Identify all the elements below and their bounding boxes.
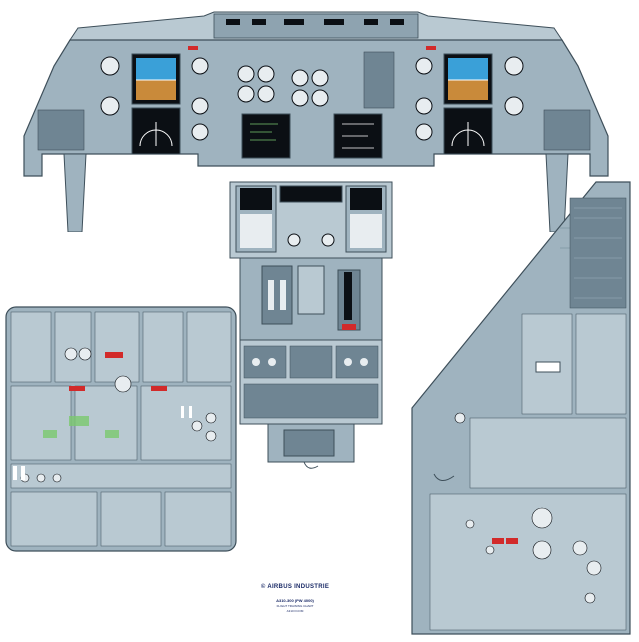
captain-nd [131,107,181,155]
side-console-icon [411,181,631,635]
manufacturer-label: © AIRBUS INDUSTRIE [260,584,330,590]
credit-block: © AIRBUS INDUSTRIE A310-300 (PW 4000) FL… [240,584,350,613]
model-label: A310-300 (PW 4000) [276,598,314,603]
speed-brake-lever[interactable] [297,265,325,315]
captain-pfd [131,53,181,105]
fo-pfd [443,53,493,105]
chart-code: A310 FCOM [286,609,304,613]
fo-nd [443,107,493,155]
overhead-panel-icon [5,306,237,552]
main-instrument-panel-icon [23,11,609,232]
center-pedestal-icon [229,181,393,469]
chart-subtitle: FLIGHT TRAINING CHART [276,604,314,608]
fcu-panel[interactable] [213,13,419,39]
thrust-lever-1[interactable] [268,280,274,310]
left-mcdu[interactable] [235,185,277,253]
overhead-panel [5,306,237,552]
center-pedestal [228,180,394,470]
thrust-lever-2[interactable] [280,280,286,310]
side-console [410,178,632,636]
right-mcdu[interactable] [345,185,387,253]
ecam-upper-screen [241,113,291,159]
weather-radar-display [279,185,343,203]
vent-grille [569,197,627,309]
main-instrument-panel [14,6,618,232]
flap-lever[interactable] [344,272,352,320]
